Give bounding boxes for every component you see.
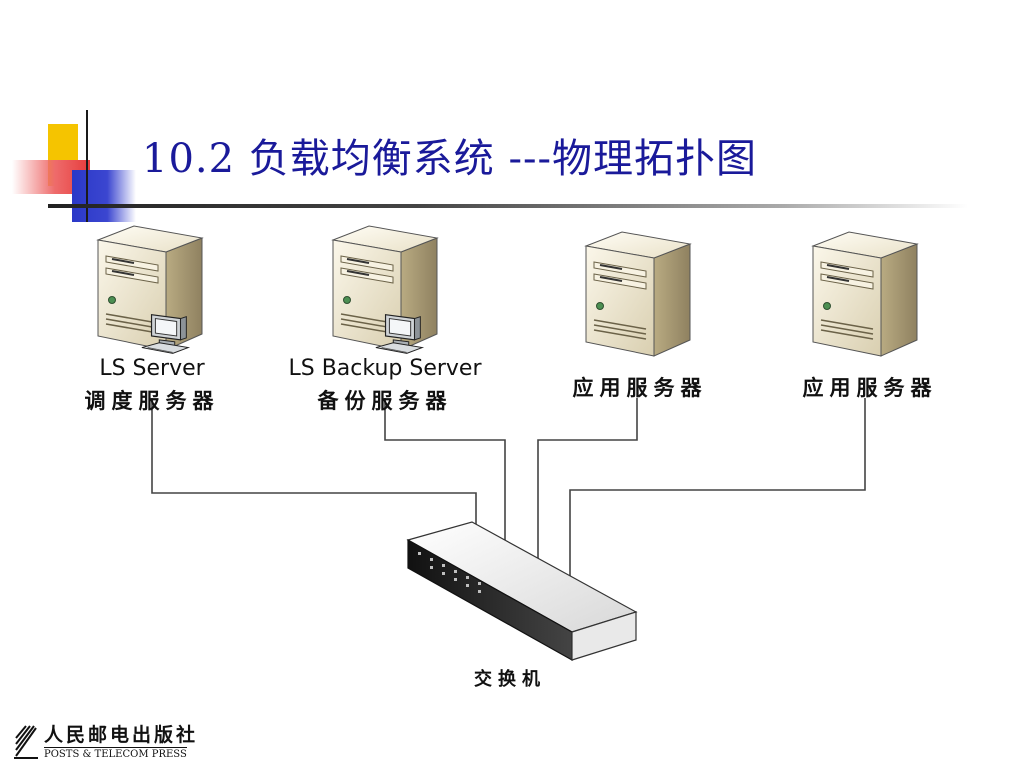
deco-vertical-line <box>86 110 88 222</box>
deco-blue-block <box>72 170 136 222</box>
cable-ls-server <box>151 398 477 530</box>
ls-server-name: LS Server <box>99 356 205 381</box>
network-cables <box>151 398 866 580</box>
ls-server-role: 调度服务器 <box>84 389 220 413</box>
app-server-1-role: 应用服务器 <box>572 376 708 400</box>
server-ls-backup <box>332 225 438 354</box>
app-server-1-label: 应用服务器 <box>555 372 725 402</box>
publisher-emblem-icon <box>14 725 38 759</box>
cable-app-server-2 <box>569 398 866 580</box>
ls-backup-role: 备份服务器 <box>317 389 453 413</box>
server-ls <box>97 225 203 354</box>
publisher-name-en: POSTS & TELECOM PRESS <box>44 747 187 760</box>
ls-server-label: LS Server 调度服务器 <box>72 356 232 415</box>
publisher-name-zh: 人民邮电出版社 <box>44 724 199 746</box>
server-app-1 <box>585 231 691 357</box>
ls-backup-name: LS Backup Server <box>288 356 482 381</box>
switch-label: 交换机 <box>474 669 546 690</box>
switch-device <box>406 521 638 662</box>
app-server-2-label: 应用服务器 <box>785 372 955 402</box>
title-underline <box>48 204 968 208</box>
app-server-2-role: 应用服务器 <box>802 376 938 400</box>
cable-app-server-1 <box>537 398 638 565</box>
server-app-2 <box>812 231 918 357</box>
cable-ls-backup <box>384 398 506 545</box>
slide-title: 10.2 负载均衡系统 ---物理拓扑图 <box>142 136 758 182</box>
ls-backup-label: LS Backup Server 备份服务器 <box>270 356 500 415</box>
